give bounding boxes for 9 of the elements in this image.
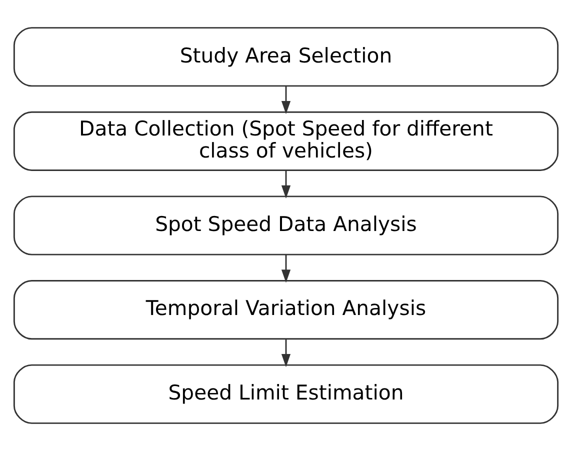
node-box: Data Collection (Spot Speed for different class of vehicles) <box>13 110 559 170</box>
arrow <box>281 254 291 282</box>
arrow <box>281 170 291 198</box>
node-box: Spot Speed Data Analysis <box>13 195 559 255</box>
arrow <box>281 338 291 367</box>
node-box: Study Area Selection <box>13 26 559 86</box>
node-box: Temporal Variation Analysis <box>13 280 559 340</box>
node-box: Speed Limit Estimation <box>13 364 559 424</box>
arrow <box>281 86 291 114</box>
